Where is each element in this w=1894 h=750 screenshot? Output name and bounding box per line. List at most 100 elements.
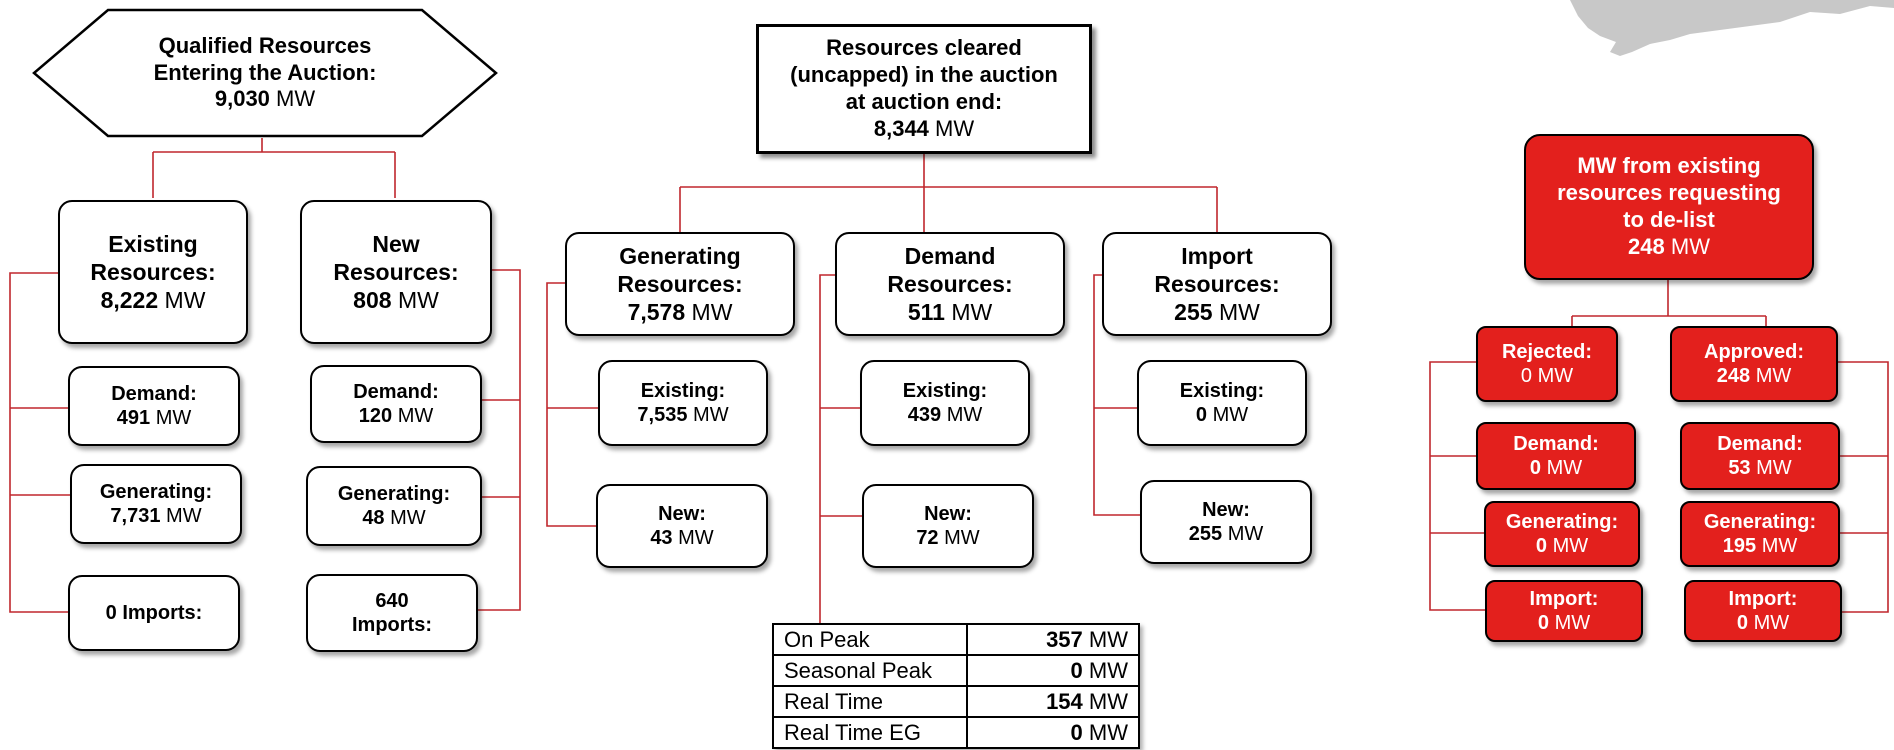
qualified-unit: MW	[276, 86, 316, 112]
cleared-generating-new-label: New:	[658, 502, 706, 525]
rejected-generating-label: Generating:	[1505, 510, 1619, 533]
cleared-demand-new-value: 72	[916, 527, 939, 549]
approved-demand-value: 53	[1728, 457, 1751, 479]
qualified-title-line-2: Entering the Auction:	[153, 59, 377, 85]
existing-imports-label: 0 Imports:	[105, 601, 203, 624]
new-title-line-1: New	[372, 230, 420, 257]
table-unit: MW	[1088, 719, 1128, 745]
approved-value: 248	[1716, 365, 1751, 387]
new-demand-label: Demand:	[353, 380, 439, 403]
cleared-import-existing-label: Existing:	[1179, 379, 1265, 402]
rejected-generating-value: 0	[1535, 535, 1547, 557]
cleared-title-line-1: Resources cleared	[826, 35, 1022, 61]
rejected-import-unit: MW	[1554, 612, 1591, 634]
rejected-generating-unit: MW	[1552, 535, 1589, 557]
new-resources-node: New Resources: 808 MW	[300, 200, 492, 344]
table-cell-label: On Peak	[772, 623, 968, 656]
cleared-import-existing-node: Existing: 0 MW	[1137, 360, 1307, 446]
table-cell-value: 0 MW	[966, 716, 1140, 749]
table-cell-value: 357 MW	[966, 623, 1140, 656]
table-row: On Peak 357 MW	[772, 623, 1140, 656]
existing-title-line-2: Resources:	[90, 258, 216, 285]
rejected-node: Rejected: 0 MW	[1476, 326, 1618, 402]
cleared-import-new-value: 255	[1188, 523, 1223, 545]
cleared-import-new-unit: MW	[1227, 523, 1264, 545]
qualified-value: 9,030	[214, 86, 270, 112]
rejected-demand-unit: MW	[1546, 457, 1583, 479]
new-demand-value: 120	[358, 405, 393, 427]
cleared-demand-existing-node: Existing: 439 MW	[860, 360, 1030, 446]
cleared-import-unit: MW	[1218, 299, 1260, 326]
delist-unit: MW	[1670, 233, 1710, 259]
cleared-generating-existing-node: Existing: 7,535 MW	[598, 360, 768, 446]
new-demand-unit: MW	[397, 405, 434, 427]
approved-demand-unit: MW	[1756, 457, 1792, 479]
cleared-title-line-3: at auction end:	[845, 89, 1003, 114]
approved-generating-label: Generating:	[1703, 510, 1817, 533]
existing-generating-value: 7,731	[110, 505, 161, 527]
rejected-import-node: Import: 0 MW	[1485, 580, 1643, 642]
table-cell-label: Seasonal Peak	[772, 654, 968, 687]
rejected-demand-label: Demand:	[1513, 432, 1599, 455]
new-imports-label: 640	[375, 589, 409, 612]
approved-demand-label: Demand:	[1717, 432, 1803, 455]
table-value: 357	[1046, 626, 1083, 652]
cleared-demand-new-unit: MW	[944, 527, 980, 549]
existing-generating-label: Generating:	[99, 480, 213, 503]
table-row: Seasonal Peak 0 MW	[772, 654, 1140, 687]
cleared-demand-unit: MW	[951, 299, 993, 326]
cleared-generating-value: 7,578	[627, 299, 686, 326]
new-generating-value: 48	[362, 507, 385, 529]
existing-imports-node: 0 Imports:	[68, 575, 240, 651]
cleared-import-value: 255	[1174, 299, 1213, 326]
delist-title-line-2: resources requesting	[1557, 180, 1781, 206]
cleared-demand-existing-label: Existing:	[902, 379, 988, 402]
rejected-label: Rejected:	[1501, 340, 1593, 363]
rejected-demand-value: 0	[1529, 457, 1541, 479]
hexagon-shape	[32, 8, 498, 138]
table-value: 0	[1070, 719, 1083, 745]
cleared-generating-title-1: Generating	[619, 242, 741, 269]
approved-unit: MW	[1755, 365, 1792, 387]
approved-node: Approved: 248 MW	[1670, 326, 1838, 402]
approved-label: Approved:	[1704, 340, 1804, 363]
new-title-line-2: Resources:	[333, 258, 459, 285]
cleared-demand-value: 511	[907, 299, 945, 326]
existing-unit: MW	[164, 287, 206, 314]
rejected-value: 0	[1520, 365, 1532, 387]
delist-title-line-1: MW from existing	[1577, 153, 1761, 179]
rejected-import-label: Import:	[1529, 587, 1599, 610]
delist-node: MW from existing resources requesting to…	[1524, 134, 1814, 280]
cleared-import-existing-value: 0	[1195, 404, 1207, 426]
cleared-demand-title-1: Demand	[904, 242, 996, 269]
new-generating-node: Generating: 48 MW	[306, 466, 482, 546]
rejected-generating-node: Generating: 0 MW	[1484, 501, 1640, 567]
table-cell-label: Real Time EG	[772, 716, 968, 749]
approved-demand-node: Demand: 53 MW	[1680, 422, 1840, 490]
rejected-demand-node: Demand: 0 MW	[1476, 422, 1636, 490]
cleared-value: 8,344	[873, 115, 929, 141]
table-row: Real Time 154 MW	[772, 685, 1140, 718]
new-imports-node: 640 Imports:	[306, 574, 478, 652]
cleared-resources-node: Resources cleared (uncapped) in the auct…	[756, 24, 1092, 154]
existing-title-line-1: Existing	[108, 230, 198, 257]
cleared-import-title-2: Resources:	[1154, 270, 1280, 297]
approved-generating-unit: MW	[1761, 535, 1798, 557]
cleared-import-node: Import Resources: 255 MW	[1102, 232, 1332, 336]
cleared-demand-new-node: New: 72 MW	[862, 484, 1034, 568]
cleared-demand-new-label: New:	[924, 502, 972, 525]
rejected-unit: MW	[1537, 365, 1574, 387]
cleared-import-new-node: New: 255 MW	[1140, 480, 1312, 564]
map-shape	[1570, 0, 1894, 56]
cleared-generating-title-2: Resources:	[617, 270, 743, 297]
new-unit: MW	[397, 287, 439, 314]
existing-generating-node: Generating: 7,731 MW	[70, 464, 242, 544]
qualified-resources-node: Qualified Resources Entering the Auction…	[30, 8, 500, 138]
approved-generating-node: Generating: 195 MW	[1680, 501, 1840, 567]
existing-demand-value: 491	[116, 407, 151, 429]
new-generating-unit: MW	[390, 507, 426, 529]
table-unit: MW	[1088, 626, 1128, 652]
approved-import-node: Import: 0 MW	[1684, 580, 1842, 642]
cleared-demand-existing-value: 439	[907, 404, 942, 426]
